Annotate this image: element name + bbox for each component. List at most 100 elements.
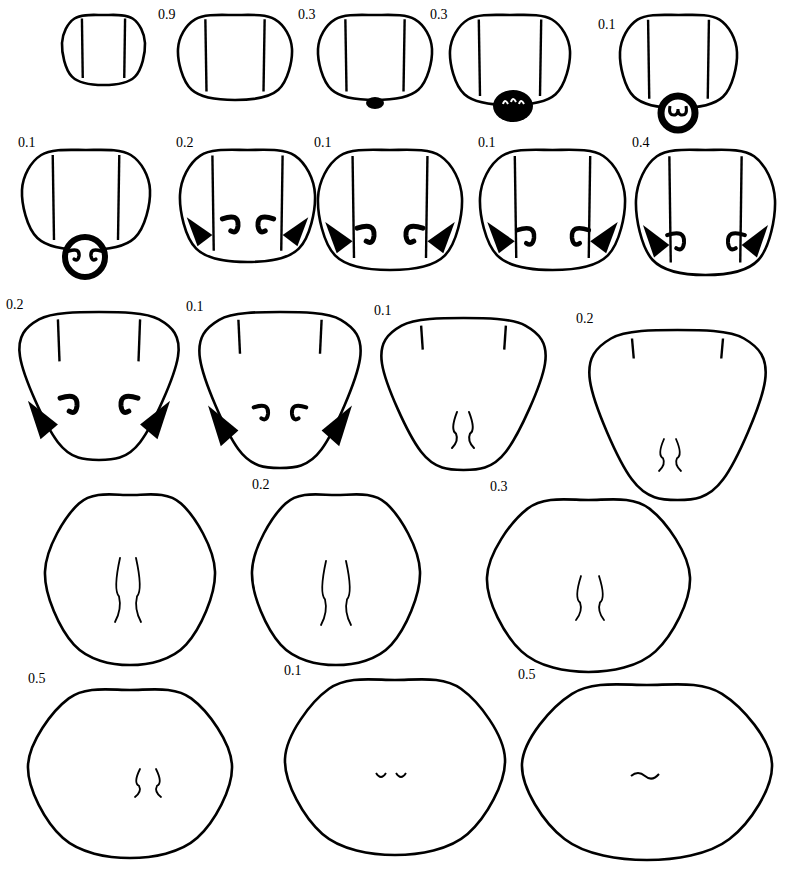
eye-boundary [320,320,322,354]
section-outline [285,679,505,855]
eye-boundary [589,156,590,258]
section-value: 0.2 [6,298,24,312]
curled-structure [254,406,268,420]
eye-boundary [632,339,634,359]
eye-boundary [721,339,723,359]
eye-boundary [421,326,423,350]
section-outline [19,312,178,460]
section-value: 0.5 [28,672,46,686]
eye-boundary [139,319,141,361]
curled-structure [60,396,77,412]
thin-structure [469,412,474,448]
thin-structure [115,558,120,622]
dark-wedge [590,222,618,253]
dark-wedge [187,217,213,246]
section-value: 0.1 [18,136,36,150]
eye-boundary [58,319,60,361]
eye-boundary [404,19,405,91]
dark-wedge [140,401,170,439]
section-outline [318,15,432,100]
eye-boundary [81,19,84,79]
section-value: 0.2 [176,136,194,150]
thin-structure [376,773,406,777]
section-outline [636,150,775,275]
section-outline [45,494,215,665]
eye-boundary [540,20,541,97]
section-outline [381,318,545,470]
dark-wedge [208,406,238,447]
dark-mass [493,90,533,122]
thin-structure [321,561,326,625]
eye-boundary [264,19,265,91]
eye-boundary [515,156,516,258]
curled-structure [91,250,101,260]
eye-boundary [353,156,354,258]
eye-boundary [648,20,649,99]
section-value: 0.3 [298,8,316,22]
eye-boundary [53,155,54,240]
section-outline [180,150,315,262]
dark-wedge [283,217,309,246]
dark-wedge [28,401,58,439]
thin-structure [659,439,664,471]
curled-structure [667,233,684,249]
section-outline [199,312,360,468]
thin-structure [156,769,161,797]
eye-boundary [205,19,206,91]
section-value: 0.4 [632,136,650,150]
dark-ring [661,96,695,130]
section-value: 0.3 [490,480,508,494]
section-outline [28,689,232,858]
eye-boundary [708,20,709,99]
section-value: 0.1 [186,300,204,314]
curled-structure [517,228,534,244]
section-value: 0.1 [598,18,616,32]
section-value: 0.3 [430,8,448,22]
eye-boundary [118,155,119,240]
eye-boundary [212,156,213,251]
section-outline [480,150,625,270]
section-outline [589,330,765,500]
dark-wedge [427,222,454,253]
eye-boundary [740,156,741,262]
section-value: 0.5 [518,668,536,682]
dark-wedge [742,225,768,258]
section-value: 0.1 [314,136,332,150]
curled-structure [121,396,138,412]
dark-wedge [325,222,352,253]
section-outline [178,15,292,100]
eye-boundary [669,156,670,262]
curled-structure [572,228,589,244]
ring-inner [670,106,687,115]
eye-boundary [504,326,506,350]
section-value: 0.2 [576,312,594,326]
dark-wedge [322,406,352,447]
dark-wedge [487,222,515,253]
curled-structure [69,250,79,260]
thin-structure [631,773,659,779]
eye-boundary [426,156,427,258]
eye-boundary [281,156,282,251]
section-outline [62,15,145,85]
section-value: 0.1 [478,136,496,150]
thin-structure [346,561,351,625]
eye-boundary [123,19,126,79]
thin-structure [599,576,604,620]
curled-structure [258,217,274,232]
curled-structure [222,217,238,232]
section-value: 0.1 [374,304,392,318]
curled-structure [357,226,374,242]
eye-boundary [479,20,480,97]
section-outline [522,684,772,860]
section-outline [487,499,690,672]
thin-structure [136,558,141,622]
dark-wedge [643,225,669,258]
section-value: 0.2 [252,478,270,492]
curled-structure [728,233,745,249]
dark-mass [366,97,384,109]
section-value: 0.9 [158,8,176,22]
curled-structure [292,406,306,420]
section-outline [252,494,420,665]
